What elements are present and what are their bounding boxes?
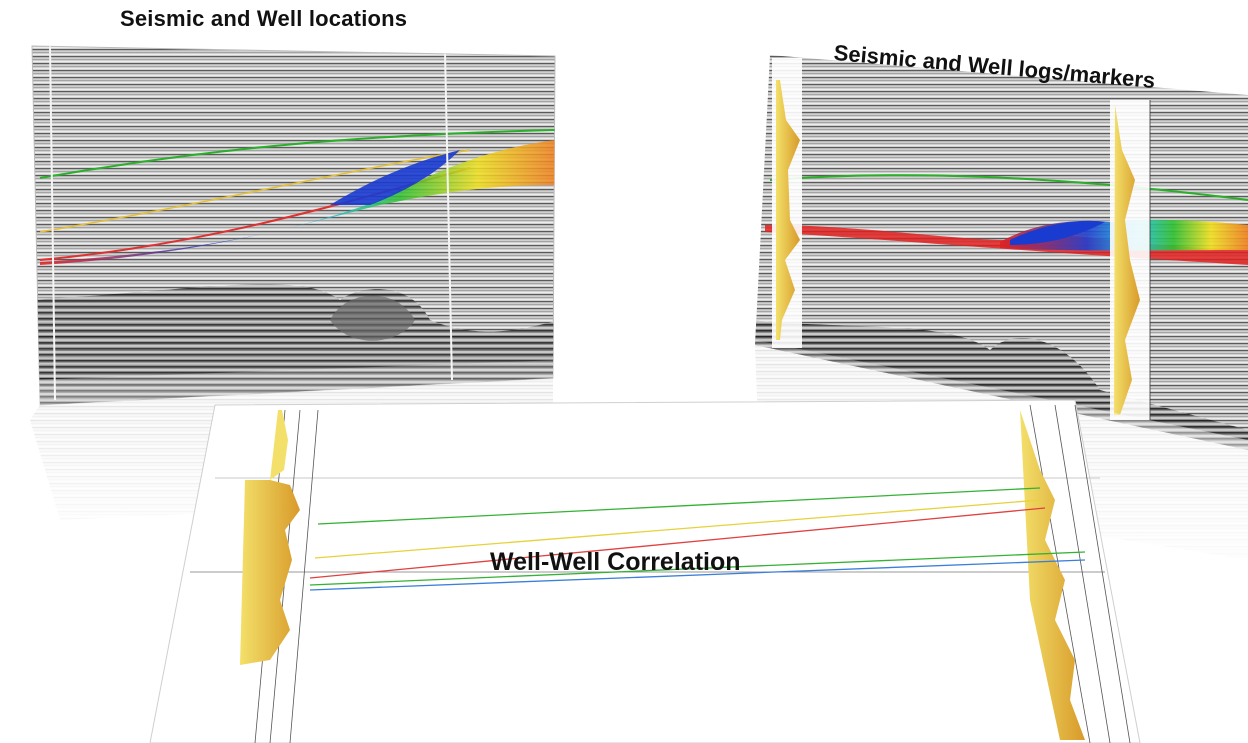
marker-line-red xyxy=(309,507,1046,579)
well-line xyxy=(49,46,56,401)
well-line xyxy=(444,51,453,381)
right-well-log xyxy=(1020,404,1131,743)
marker-line-blue xyxy=(309,559,1086,591)
marker-line-green xyxy=(317,487,1041,525)
correlation-panel xyxy=(149,399,1141,743)
marker-line-yellow xyxy=(314,499,1041,559)
title-seismic-well-locations: Seismic and Well locations xyxy=(120,6,408,31)
marker-line-green-2 xyxy=(309,551,1086,586)
right-seismic-panel xyxy=(755,55,1248,600)
left-well-log xyxy=(240,409,319,743)
title-well-well-correlation: Well-Well Correlation xyxy=(490,548,741,576)
